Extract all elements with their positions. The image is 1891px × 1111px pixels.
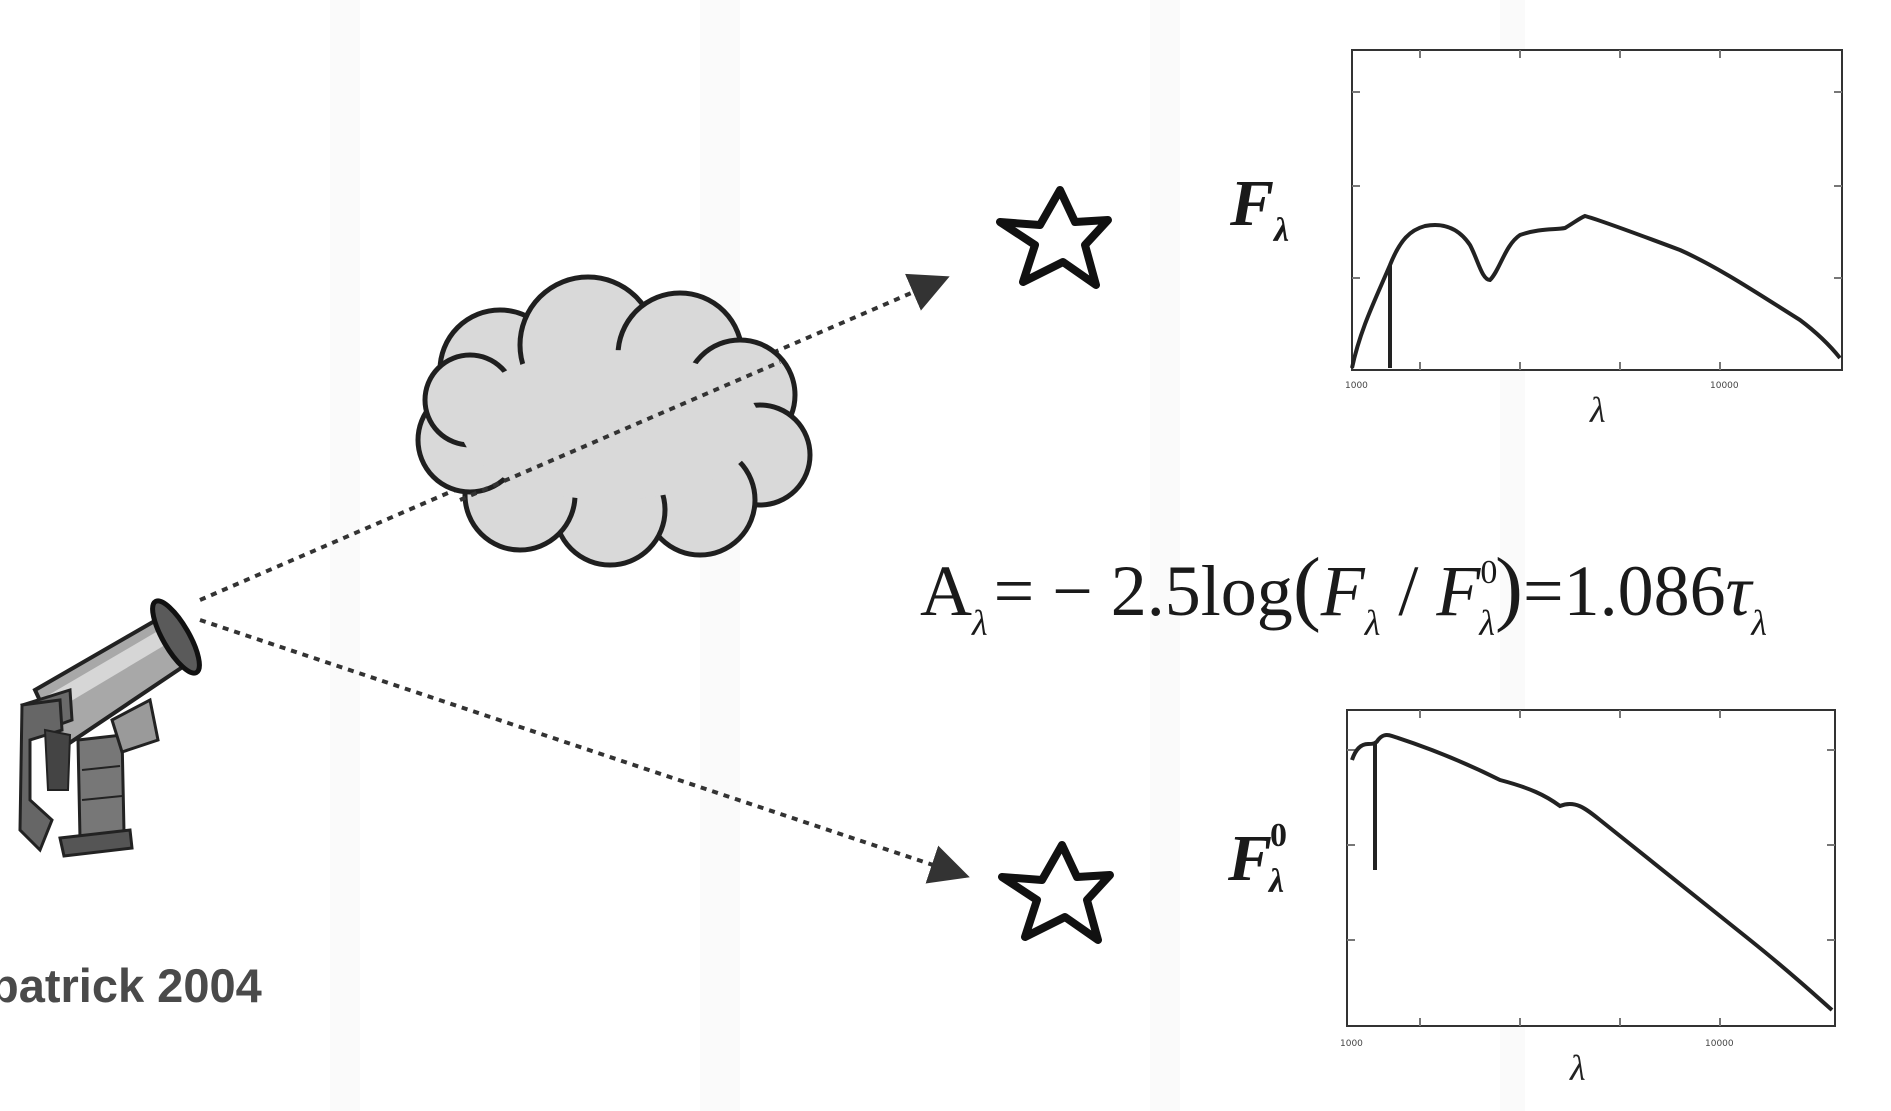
star-icon (1000, 190, 1108, 285)
spectrum-panel-reddened: 1000 10000 λ (1345, 50, 1842, 430)
spectrum-panel-intrinsic: 1000 10000 λ (1340, 710, 1835, 1088)
svg-text:1000: 1000 (1345, 381, 1368, 391)
svg-text:1000: 1000 (1340, 1039, 1363, 1049)
star-icon (1002, 845, 1110, 940)
svg-text:10000: 10000 (1705, 1039, 1734, 1049)
svg-text:λ: λ (1569, 1048, 1586, 1088)
ray-unobscured (200, 620, 966, 876)
flux-label-reddened: Fλ (1229, 167, 1289, 249)
dust-cloud (418, 277, 810, 565)
svg-text:10000: 10000 (1710, 381, 1739, 391)
telescope-icon (20, 595, 208, 856)
svg-text:λ: λ (1589, 390, 1606, 430)
credit-caption: patrick 2004 (0, 958, 262, 1013)
